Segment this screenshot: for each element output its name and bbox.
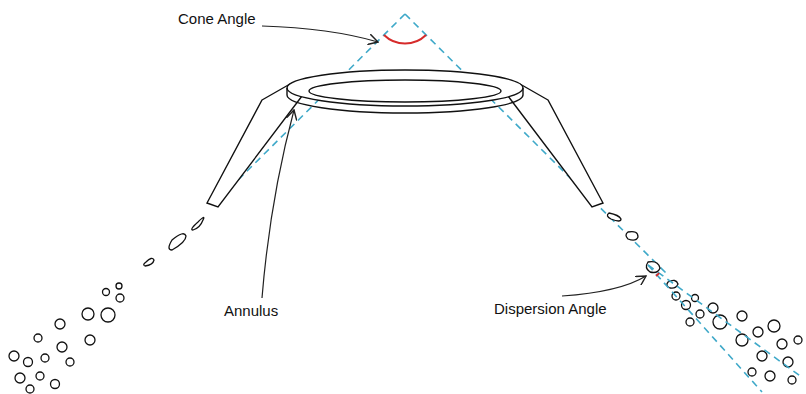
dispersion-angle-arc (656, 273, 659, 276)
dispersion-lines (648, 265, 803, 392)
part-label: Cone Angle (178, 10, 256, 28)
part-label: Dispersion Angle (494, 300, 607, 318)
cone-angle-arc (384, 35, 426, 44)
droplets (9, 213, 802, 393)
annulus-ring (287, 70, 523, 113)
cone-lines (232, 14, 668, 275)
leader-lines (262, 26, 646, 298)
part-label: Annulus (224, 302, 278, 320)
